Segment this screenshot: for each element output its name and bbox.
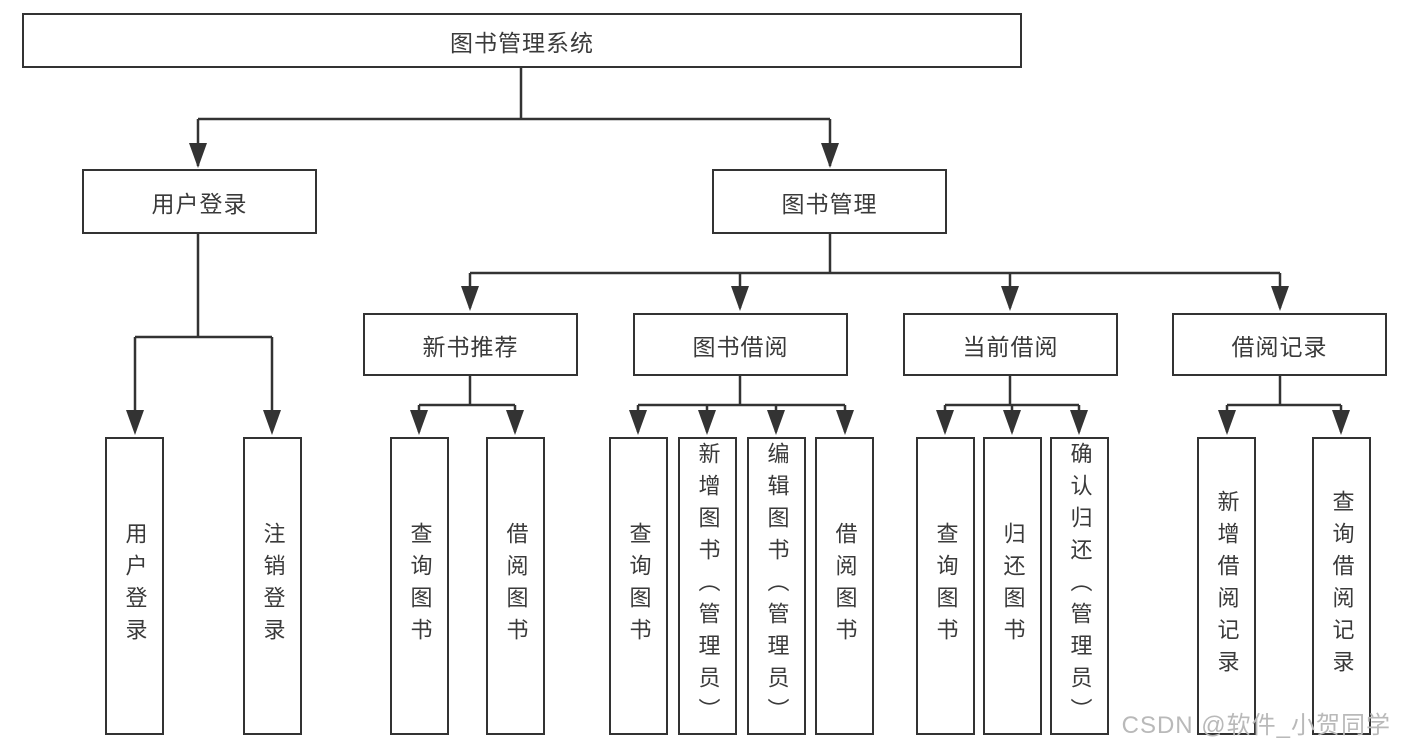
- node-book-borrow-label: 图书借阅: [692, 333, 789, 360]
- root-node-label: 图书管理系统: [450, 29, 594, 56]
- leaf-add-books-admin: 新增图书（管理员）: [678, 437, 737, 735]
- node-book-borrow: 图书借阅: [633, 313, 848, 376]
- leaf-query-borrow-record: 查询借阅记录: [1312, 437, 1371, 735]
- root-node: 图书管理系统: [22, 13, 1022, 68]
- leaf-user-login-label: 用户登录: [122, 522, 148, 650]
- csdn-watermark: CSDN @软件_小贺同学: [1121, 712, 1391, 739]
- leaf-borrow-books-label: 借阅图书: [832, 522, 858, 650]
- node-current-borrow-label: 当前借阅: [962, 333, 1059, 360]
- leaf-recommend-borrow-books-label: 借阅图书: [503, 522, 529, 650]
- leaf-return-books: 归还图书: [983, 437, 1042, 735]
- leaf-current-query-books: 查询图书: [916, 437, 975, 735]
- leaf-query-borrow-record-label: 查询借阅记录: [1329, 490, 1355, 682]
- leaf-borrow-books: 借阅图书: [815, 437, 874, 735]
- leaf-current-query-books-label: 查询图书: [933, 522, 959, 650]
- leaf-return-books-label: 归还图书: [1000, 522, 1026, 650]
- leaf-recommend-query-books: 查询图书: [390, 437, 449, 735]
- leaf-logout-label: 注销登录: [260, 522, 286, 650]
- node-new-book-recommend: 新书推荐: [363, 313, 578, 376]
- connector-lines: [133, 68, 1343, 432]
- node-borrow-records-label: 借阅记录: [1231, 333, 1328, 360]
- leaf-confirm-return-admin-label: 确认归还（管理员）: [1067, 442, 1093, 730]
- node-current-borrow: 当前借阅: [903, 313, 1118, 376]
- leaf-add-borrow-record-label: 新增借阅记录: [1214, 490, 1240, 682]
- node-user-login: 用户登录: [82, 169, 317, 234]
- leaf-confirm-return-admin: 确认归还（管理员）: [1050, 437, 1109, 735]
- leaf-edit-books-admin: 编辑图书（管理员）: [747, 437, 806, 735]
- leaf-recommend-borrow-books: 借阅图书: [486, 437, 545, 735]
- arrowheads: [126, 143, 1350, 435]
- node-book-management: 图书管理: [712, 169, 947, 234]
- leaf-borrow-query-books-label: 查询图书: [626, 522, 652, 650]
- node-borrow-records: 借阅记录: [1172, 313, 1387, 376]
- leaf-borrow-query-books: 查询图书: [609, 437, 668, 735]
- node-book-management-label: 图书管理: [781, 190, 878, 217]
- node-new-book-recommend-label: 新书推荐: [422, 333, 519, 360]
- leaf-logout: 注销登录: [243, 437, 302, 735]
- leaf-add-borrow-record: 新增借阅记录: [1197, 437, 1256, 735]
- leaf-recommend-query-books-label: 查询图书: [407, 522, 433, 650]
- leaf-edit-books-admin-label: 编辑图书（管理员）: [764, 442, 790, 730]
- leaf-add-books-admin-label: 新增图书（管理员）: [695, 442, 721, 730]
- node-user-login-label: 用户登录: [151, 190, 248, 217]
- leaf-user-login: 用户登录: [105, 437, 164, 735]
